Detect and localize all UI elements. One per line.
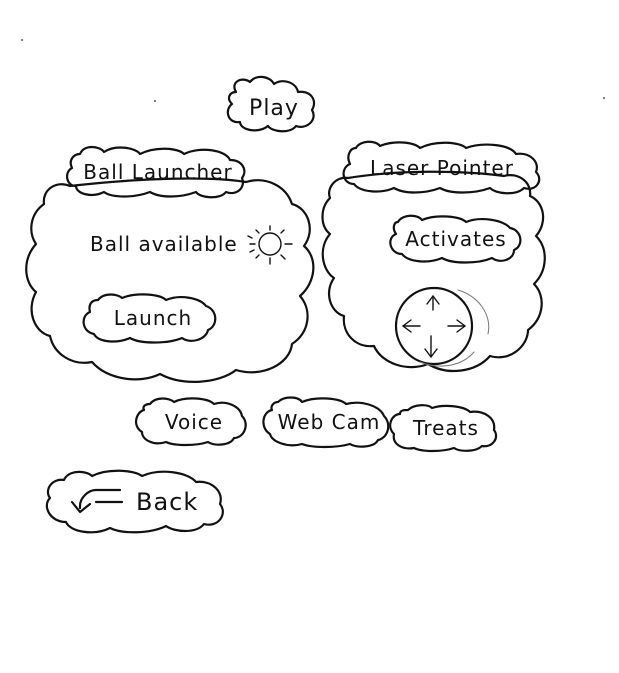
sun-icon bbox=[247, 225, 293, 265]
play-button-outline bbox=[226, 75, 316, 133]
webcam-button-outline bbox=[262, 396, 390, 449]
activates-button-outline bbox=[389, 214, 522, 264]
launch-button[interactable]: Launch bbox=[113, 306, 193, 330]
back-button-label: Back bbox=[136, 488, 199, 516]
play-button[interactable]: Play bbox=[249, 95, 299, 121]
activates-button[interactable]: Activates bbox=[405, 227, 507, 251]
voice-button-outline bbox=[135, 397, 247, 447]
ball-launcher-panel-outline bbox=[25, 177, 315, 383]
pen-dot bbox=[154, 100, 156, 102]
laser-pointer-title: Laser Pointer bbox=[370, 156, 514, 180]
ball-status-text: Ball available bbox=[90, 232, 238, 256]
laser-pointer-title-outline bbox=[342, 140, 541, 195]
ball-launcher-title: Ball Launcher bbox=[83, 160, 233, 184]
ball-launcher-title-outline bbox=[66, 145, 246, 199]
four-arrows-icon bbox=[394, 286, 490, 367]
voice-button[interactable]: Voice bbox=[164, 410, 224, 434]
laser-pointer-panel-outline bbox=[321, 170, 546, 372]
back-button-outline bbox=[45, 469, 224, 534]
pen-dot bbox=[603, 97, 605, 99]
treats-button-outline bbox=[389, 404, 498, 453]
back-arrow-icon bbox=[70, 488, 124, 514]
webcam-button[interactable]: Web Cam bbox=[277, 410, 381, 434]
laser-joystick[interactable] bbox=[396, 288, 472, 364]
treats-button[interactable]: Treats bbox=[413, 416, 479, 440]
pen-dot bbox=[21, 39, 23, 41]
ball-status-indicator bbox=[248, 224, 294, 266]
back-button[interactable]: Back bbox=[50, 472, 222, 530]
launch-button-outline bbox=[82, 293, 217, 344]
